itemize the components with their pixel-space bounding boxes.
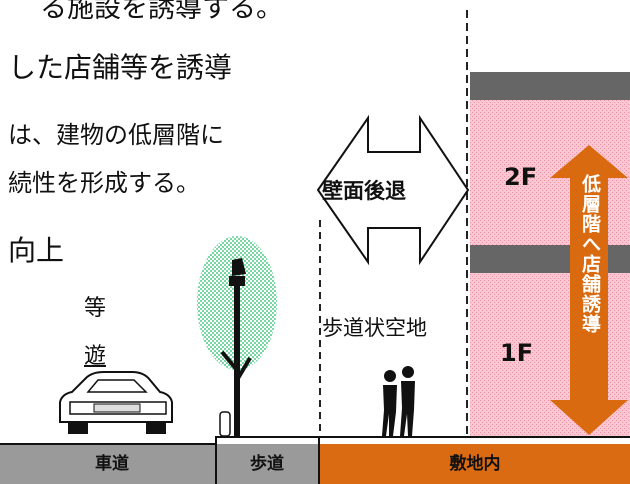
intro-fragment: る施設を誘導する。: [40, 0, 283, 24]
retail-guidance-label: 低層階へ店舗誘導: [579, 174, 601, 334]
ground-edge-line: [0, 436, 630, 445]
roadway-ground: [0, 444, 216, 484]
car-icon: [59, 371, 173, 434]
roof-slab: [470, 72, 630, 100]
roadway-label: 車道: [95, 454, 129, 474]
section-heading-2: 向上: [8, 234, 65, 267]
text-fragment-1: 等: [84, 296, 107, 321]
setback-double-arrow: [316, 114, 470, 266]
floor-1-label: 1F: [500, 339, 534, 367]
sidewalk-label: 歩道: [250, 454, 284, 474]
body-line-2: 続性を形成する。: [8, 169, 200, 197]
sidewalk-ground: [216, 444, 319, 484]
body-line-1: は、建物の低層階に: [8, 121, 224, 149]
setback-label: 壁面後退: [322, 179, 406, 203]
retail-double-arrow: [550, 145, 628, 435]
site-label: 敷地内: [449, 454, 501, 474]
pedestrians-icon: [382, 366, 415, 436]
text-fragment-2: 遊: [84, 344, 107, 369]
bollard-icon: [219, 411, 231, 437]
floor-2-label: 2F: [504, 163, 538, 191]
section-heading-1: した店舗等を誘導: [8, 51, 233, 84]
sidewalk-space-label: 歩道状空地: [322, 316, 427, 340]
site-ground: [319, 444, 630, 484]
streetlight-icon: [229, 258, 246, 436]
